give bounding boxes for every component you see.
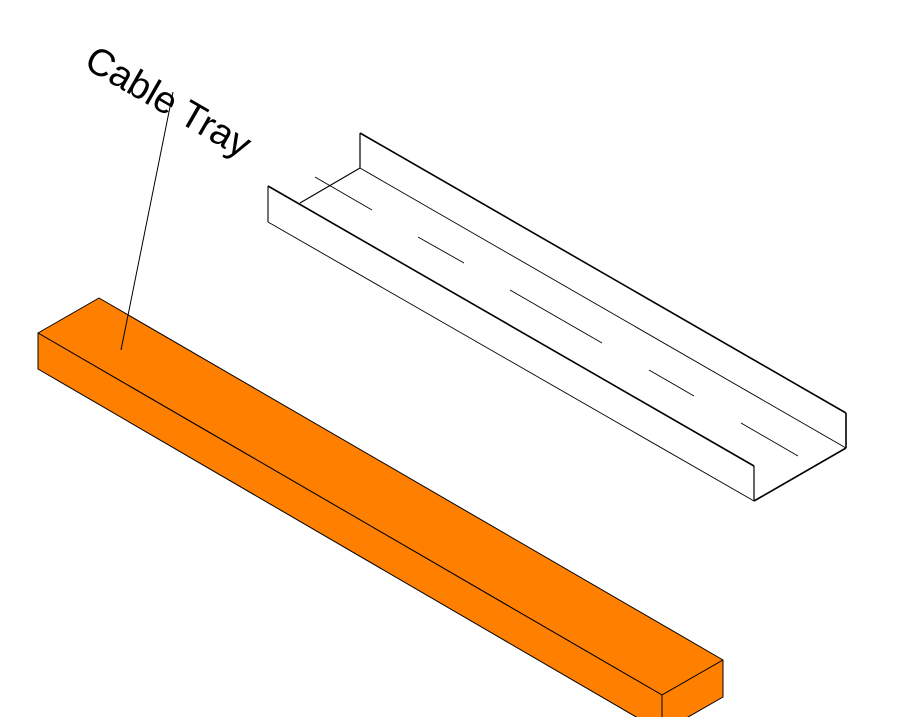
label-leader-line bbox=[120, 91, 174, 351]
cable-tray-wireframe bbox=[267, 132, 847, 502]
solid-front-face bbox=[37, 332, 663, 722]
solid-top-face bbox=[37, 297, 724, 696]
cable-tray-solid bbox=[37, 297, 724, 722]
